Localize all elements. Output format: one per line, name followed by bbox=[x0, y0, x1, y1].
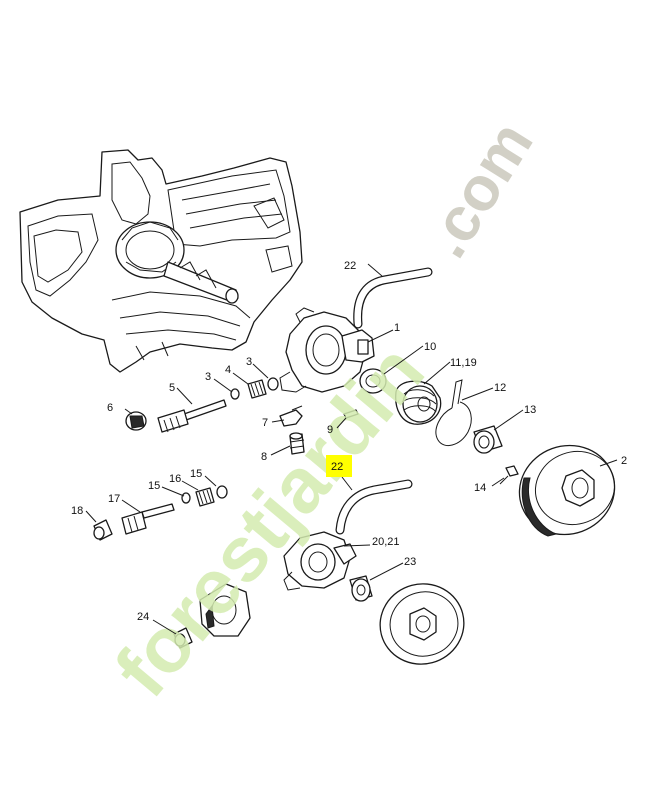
label-11-19: 11,19 bbox=[450, 357, 477, 369]
leader-lines bbox=[85, 263, 618, 635]
label-1: 1 bbox=[394, 322, 400, 334]
label-20-21: 20,21 bbox=[372, 536, 400, 548]
label-12: 12 bbox=[494, 382, 506, 394]
cover-plate-lower bbox=[199, 583, 251, 637]
label-10: 10 bbox=[424, 341, 436, 353]
bearing-13 bbox=[473, 425, 503, 454]
cap-18 bbox=[93, 519, 113, 541]
label-15b: 15 bbox=[190, 468, 202, 480]
spring-clip-12 bbox=[435, 379, 472, 447]
spring-4 bbox=[247, 379, 267, 399]
worm-gear-11-19 bbox=[395, 380, 442, 425]
label-16: 16 bbox=[169, 473, 181, 485]
clutch-drum-lower bbox=[379, 583, 465, 665]
label-9: 9 bbox=[327, 424, 333, 436]
label-23: 23 bbox=[404, 556, 416, 568]
label-2: 2 bbox=[621, 455, 627, 467]
oil-hose-lower bbox=[335, 479, 413, 535]
pin-9 bbox=[343, 409, 359, 419]
label-15a: 15 bbox=[148, 480, 160, 492]
watermark: .com bbox=[411, 110, 546, 269]
highlight-box bbox=[326, 455, 352, 477]
washer-15b bbox=[216, 485, 228, 499]
label-3b: 3 bbox=[246, 356, 252, 368]
screw-14 bbox=[499, 465, 519, 485]
watermark-domain: .com bbox=[411, 110, 546, 269]
spring-16 bbox=[195, 487, 215, 507]
label-7: 7 bbox=[262, 417, 268, 429]
adjuster-5 bbox=[157, 399, 227, 433]
label-4: 4 bbox=[225, 364, 231, 376]
oil-hose-upper bbox=[353, 267, 433, 329]
oil-pump-upper bbox=[279, 307, 375, 393]
label-8: 8 bbox=[261, 451, 267, 463]
cap-6 bbox=[125, 411, 147, 431]
bushing-23 bbox=[349, 575, 373, 602]
label-5: 5 bbox=[169, 382, 175, 394]
label-24: 24 bbox=[137, 611, 149, 623]
washer-10 bbox=[359, 368, 387, 394]
washer-15a bbox=[181, 492, 191, 504]
label-18: 18 bbox=[71, 505, 83, 517]
plug-24 bbox=[173, 627, 193, 649]
valve-7 bbox=[279, 405, 303, 427]
oil-pump-lower bbox=[283, 531, 357, 591]
label-17: 17 bbox=[108, 493, 120, 505]
washer-3a bbox=[230, 388, 240, 400]
label-3a: 3 bbox=[205, 371, 211, 383]
clutch-drum-2 bbox=[518, 444, 616, 537]
label-22-lower: 22 bbox=[331, 461, 343, 473]
crankcase-housing bbox=[19, 149, 303, 373]
label-13: 13 bbox=[524, 404, 536, 416]
label-6: 6 bbox=[107, 402, 113, 414]
washer-3b bbox=[267, 377, 279, 391]
label-22-upper: 22 bbox=[344, 260, 356, 272]
adjuster-17 bbox=[121, 503, 175, 535]
label-14: 14 bbox=[474, 482, 486, 494]
fitting-8 bbox=[289, 432, 305, 455]
callout-labels: 22 1 10 11,19 12 13 2 14 5 6 3 4 3 7 8 9… bbox=[71, 260, 627, 623]
